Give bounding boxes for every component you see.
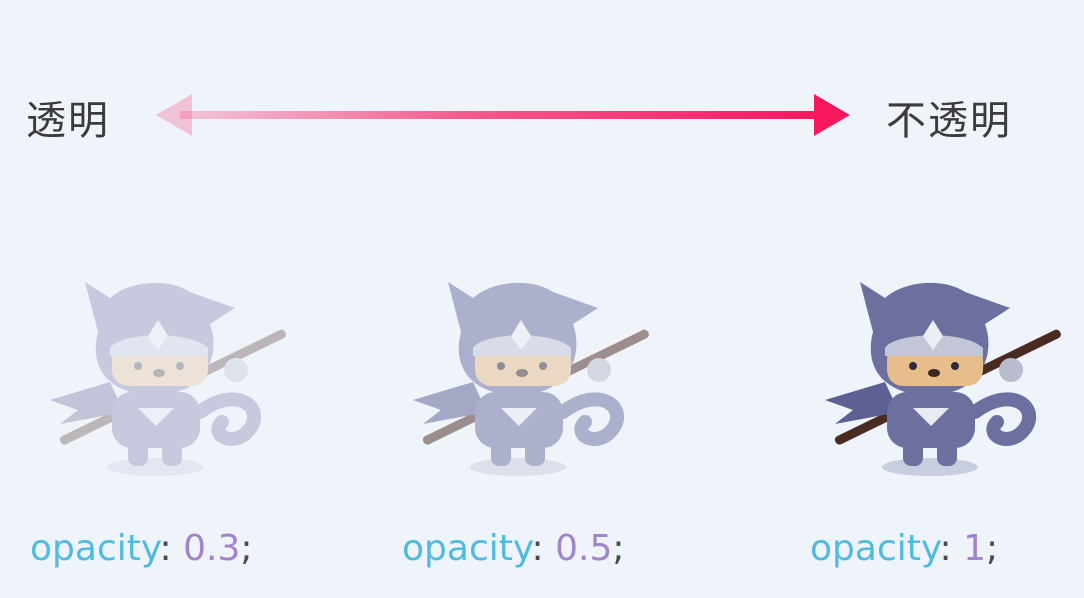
ninja-dog-mascot-icon [413, 282, 649, 476]
css-property: opacity [30, 528, 160, 569]
css-semicolon: ; [986, 528, 999, 569]
ninja-dog-mascot-icon [50, 282, 286, 476]
css-value: 1 [963, 528, 987, 569]
label-transparent: 透明 [26, 98, 110, 144]
css-property: opacity [810, 528, 940, 569]
css-value: 0.5 [555, 528, 613, 569]
opacity-caption: opacity: 1; [810, 528, 998, 569]
css-colon: : [531, 528, 544, 569]
arrow-head-right [814, 94, 850, 136]
arrow-head-left [156, 94, 192, 136]
ninja-dog-mascot-icon [825, 282, 1061, 476]
css-value: 0.3 [183, 528, 241, 569]
arrow-shaft [180, 111, 820, 119]
label-opaque: 不透明 [886, 98, 1012, 144]
css-colon: : [939, 528, 952, 569]
css-property: opacity [402, 528, 532, 569]
css-colon: : [159, 528, 172, 569]
double-headed-arrow-icon [156, 94, 850, 136]
css-semicolon: ; [612, 528, 625, 569]
opacity-caption: opacity: 0.3; [30, 528, 253, 569]
css-semicolon: ; [240, 528, 253, 569]
opacity-caption: opacity: 0.5; [402, 528, 625, 569]
